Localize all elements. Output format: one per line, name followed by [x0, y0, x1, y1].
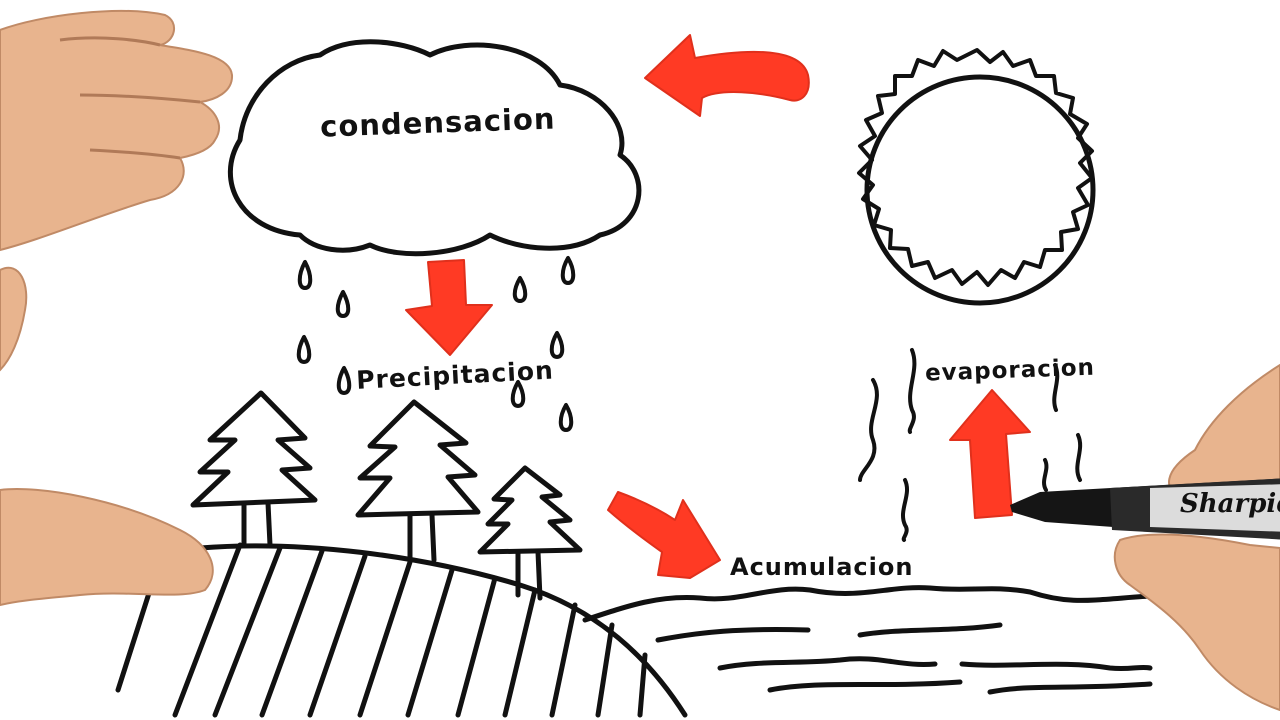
condensation-label: condensacion: [320, 101, 556, 143]
evaporation-arrow: [949, 389, 1031, 519]
vapor-lines: [858, 348, 1083, 542]
rain-drops: [296, 256, 576, 432]
precipitation-arrow: [405, 259, 493, 356]
tree: [355, 399, 481, 563]
rain-drop: [336, 366, 352, 395]
hill: [115, 542, 688, 718]
rain-drop: [549, 331, 565, 359]
sun: [857, 48, 1096, 306]
evaporation-to-condensation-arrow: [644, 34, 810, 117]
right-hand: [1113, 363, 1280, 712]
marker-brand-text: Sharpie: [1180, 489, 1280, 519]
rain-drop: [558, 403, 574, 432]
rain-drop: [296, 335, 312, 364]
left-thumb: [0, 488, 214, 607]
tree: [190, 390, 318, 548]
evaporation-label: evaporacion: [925, 355, 1096, 387]
accumulation-arrow: [607, 491, 721, 579]
rain-drop: [510, 380, 526, 408]
precipitation-label: Precipitacion: [356, 356, 555, 395]
rain-drop: [335, 290, 351, 318]
marker-pen: Sharpie: [1010, 478, 1280, 540]
cloud: condensacion: [227, 39, 642, 257]
rain-drop: [560, 256, 576, 285]
water: [582, 585, 1153, 695]
accumulation-label: Acumulacion: [730, 553, 913, 581]
rain-drop: [297, 260, 313, 290]
rain-drop: [512, 276, 528, 303]
left-hand: [0, 9, 234, 372]
